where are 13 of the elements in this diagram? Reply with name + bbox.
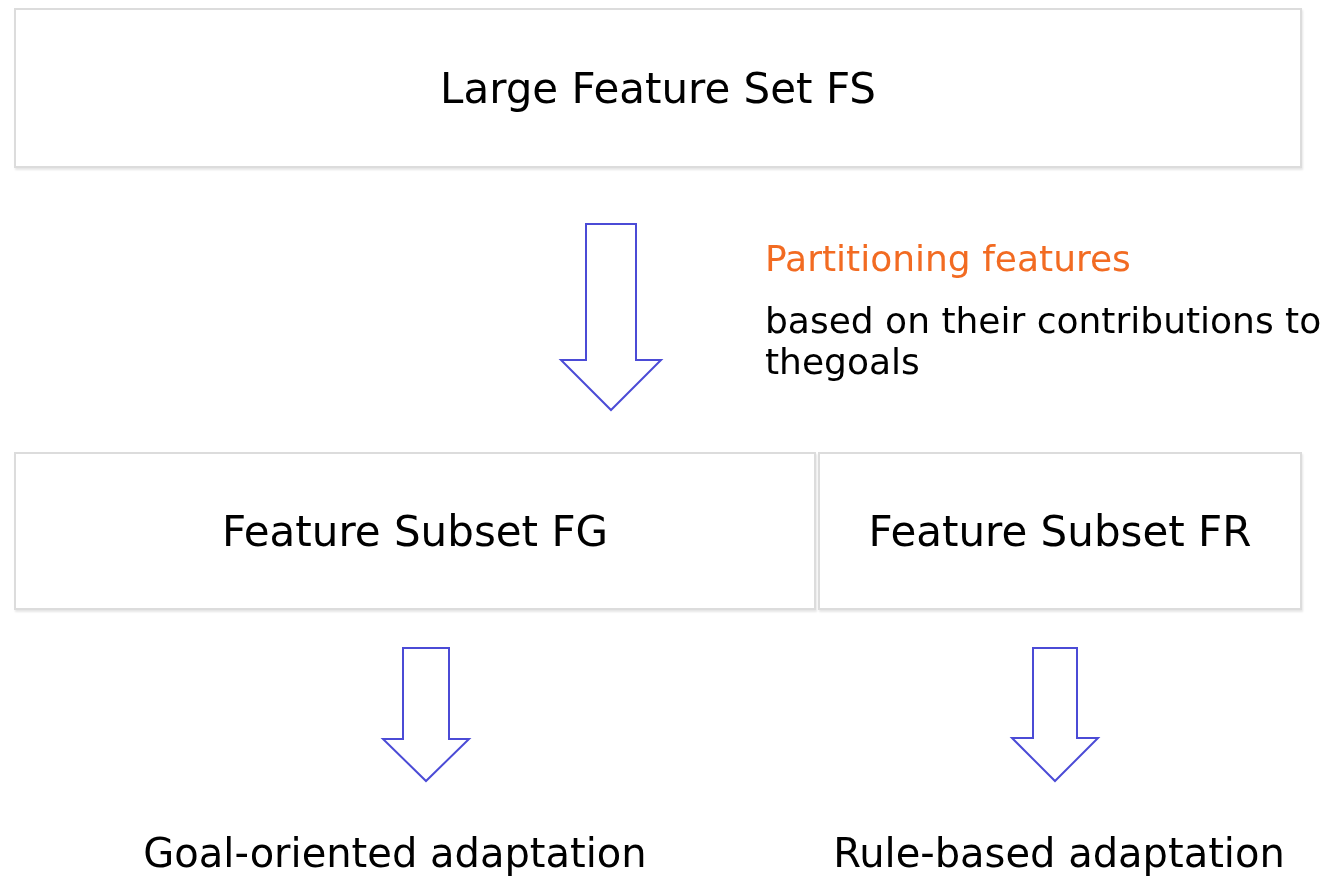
- process-box: [818, 452, 1302, 610]
- process-box: [14, 452, 816, 610]
- block-arrow: [558, 223, 664, 412]
- annotation-heading: Partitioning features: [765, 238, 1132, 279]
- box-label: Large Feature Set FS: [440, 63, 876, 113]
- process-box: [14, 8, 1302, 168]
- block-arrow: [1009, 647, 1101, 783]
- block-arrow: [380, 647, 472, 783]
- box-label: Feature Subset FG: [221, 506, 609, 556]
- box-label: Feature Subset FR: [868, 506, 1252, 556]
- result-text: Rule-based adaptation: [833, 829, 1285, 876]
- result-text: Goal-oriented adaptation: [143, 829, 647, 876]
- annotation-text: based on their contributions to thegoals: [765, 300, 1323, 382]
